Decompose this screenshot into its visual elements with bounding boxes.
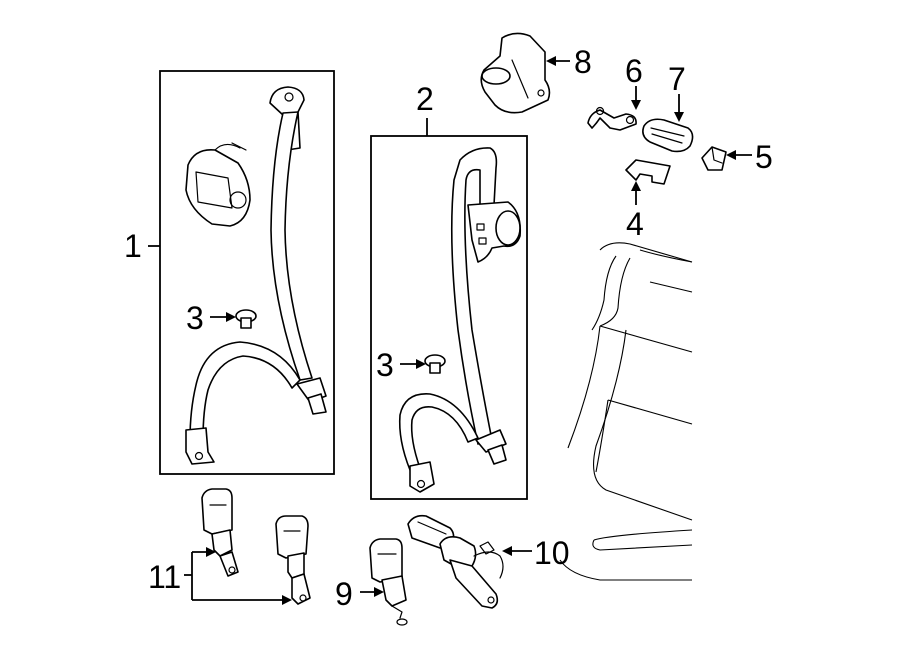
wire-bracket-6 <box>587 106 637 131</box>
seat-back-outline <box>559 242 693 581</box>
belt-assembly-center <box>398 147 522 493</box>
buckle-9 <box>369 538 408 626</box>
callout-10: 10 <box>534 535 570 571</box>
callout-3-center: 3 <box>376 347 394 383</box>
callout-1: 1 <box>124 228 142 264</box>
callout-3-left: 3 <box>186 300 204 336</box>
leader-lines <box>148 56 752 605</box>
callout-6: 6 <box>625 53 643 89</box>
callout-4: 4 <box>626 206 644 242</box>
bolt-3-center <box>424 354 446 374</box>
cap-5 <box>701 146 727 171</box>
group-box-2 <box>370 135 528 500</box>
callout-5: 5 <box>755 139 773 175</box>
buckle-10 <box>407 514 504 609</box>
group-box-1 <box>159 70 335 475</box>
callout-8: 8 <box>574 44 592 80</box>
bolt-3-left <box>235 309 257 329</box>
buckle-bezel-7 <box>642 118 694 153</box>
callout-7: 7 <box>668 61 686 97</box>
callout-9: 9 <box>335 576 353 612</box>
belt-assembly-left <box>185 86 327 465</box>
buckle-11-left <box>201 488 239 577</box>
clip-4 <box>625 159 671 185</box>
trim-cover-8 <box>480 32 551 114</box>
buckle-11-right <box>275 515 311 605</box>
callout-2: 2 <box>416 81 434 117</box>
callout-11: 11 <box>148 559 181 595</box>
